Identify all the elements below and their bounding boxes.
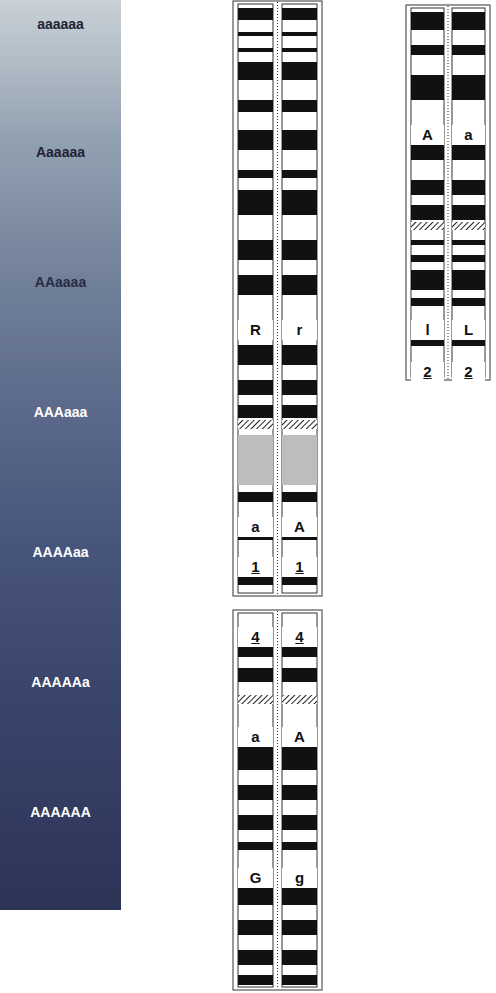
allele-label: A <box>282 727 317 747</box>
genotype-label: AAAAaa <box>0 542 121 562</box>
genotype-label: AAAAAa <box>0 672 121 692</box>
allele-label: 2 <box>411 362 444 382</box>
allele-label: G <box>238 868 273 888</box>
chromatid: aL2 <box>452 8 485 377</box>
pair-divider <box>277 2 278 595</box>
allele-label: a <box>238 517 273 537</box>
allele-label: A <box>282 517 317 537</box>
gradient-bar: aaaaaaAaaaaaAAaaaaAAAaaaAAAAaaAAAAAaAAAA… <box>0 0 121 910</box>
chromatid <box>282 4 317 593</box>
pair-frame <box>233 1 322 596</box>
pair-frame <box>406 5 490 380</box>
pair-frame <box>233 610 322 990</box>
allele-label: R <box>238 320 273 340</box>
allele-label: g <box>282 868 317 888</box>
allele-label: 1 <box>282 557 317 577</box>
allele-label: l <box>411 320 444 340</box>
chromatid: 4Ag <box>282 613 317 987</box>
genotype-label: AAAaaa <box>0 402 121 422</box>
gradient-bar <box>0 0 121 910</box>
pair-divider <box>277 611 278 989</box>
chromatid: 4 aG <box>238 613 273 987</box>
genotype-label: AAaaaa <box>0 272 121 292</box>
genotype-label: Aaaaaa <box>0 142 121 162</box>
chromatid <box>452 8 485 377</box>
chromatid <box>411 8 444 377</box>
allele-label: L <box>452 320 485 340</box>
chromatid: Al2 <box>411 8 444 377</box>
chromatid: rA 1 <box>282 4 317 593</box>
allele-label: 2 <box>452 362 485 382</box>
allele-label: 4 <box>238 627 273 647</box>
pair-divider <box>448 6 449 379</box>
chromatid: Ra 1 <box>238 4 273 593</box>
allele-label: 1 <box>238 557 273 577</box>
chromatid <box>238 4 273 593</box>
genotype-label: AAAAAA <box>0 802 121 822</box>
allele-label: r <box>282 320 317 340</box>
chromatid <box>282 613 317 987</box>
allele-label: 4 <box>282 627 317 647</box>
genotype-label: aaaaaa <box>0 14 121 34</box>
allele-label: A <box>411 125 444 145</box>
allele-label: a <box>452 125 485 145</box>
chromatid <box>238 613 273 987</box>
allele-label: a <box>238 727 273 747</box>
